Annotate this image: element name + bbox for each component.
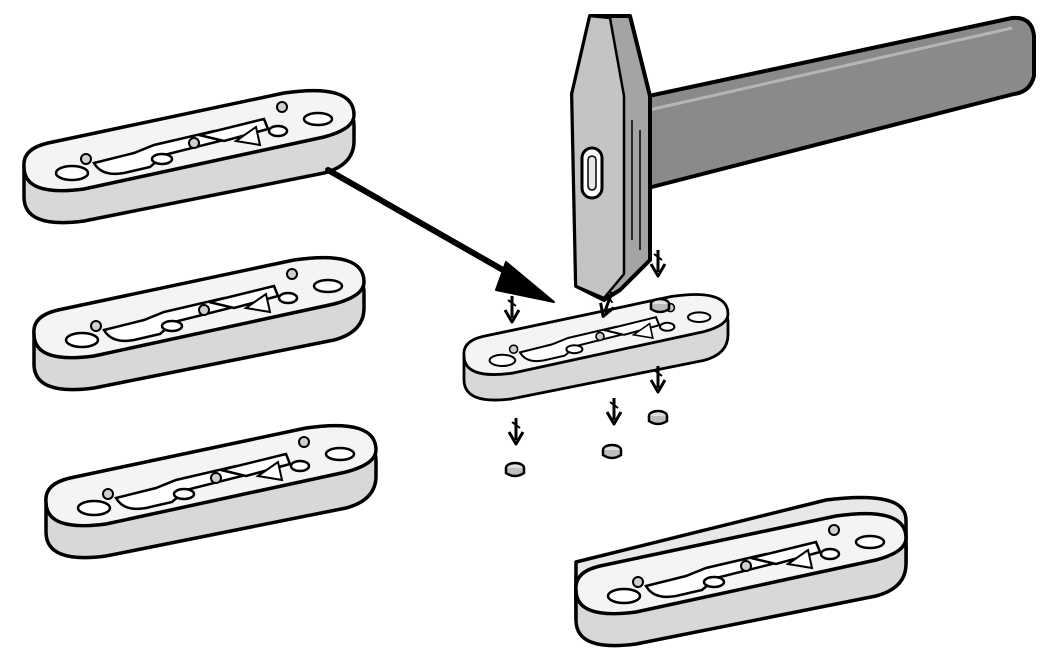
down-arrow-icon xyxy=(649,248,667,278)
plate-stack xyxy=(574,495,908,648)
pin-icon xyxy=(504,461,526,478)
down-arrow-icon xyxy=(507,416,525,446)
plate-bottom-left xyxy=(44,423,378,560)
down-arrow-icon xyxy=(503,294,521,324)
plate-middle-left xyxy=(32,255,366,392)
pin-icon xyxy=(601,443,623,460)
plate-center-assembly xyxy=(462,293,730,402)
down-arrow-icon xyxy=(605,396,623,426)
pin-icon xyxy=(647,409,669,426)
plate-top-left xyxy=(22,88,356,225)
hammer-icon xyxy=(570,14,1036,302)
direction-arrow-icon xyxy=(325,167,555,303)
pin-icon xyxy=(649,297,671,314)
